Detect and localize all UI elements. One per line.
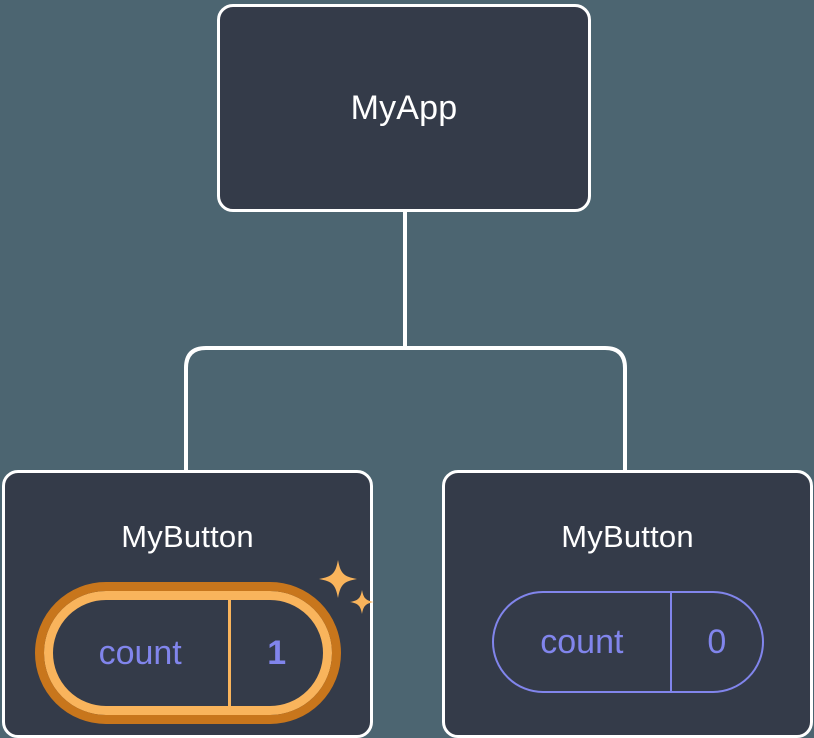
node-child-right-title: MyButton — [561, 519, 694, 554]
node-root[interactable]: MyApp — [217, 4, 591, 212]
connector-split — [184, 346, 627, 470]
node-root-title: MyApp — [350, 89, 458, 127]
state-value-left: 1 — [267, 634, 287, 672]
state-pill-divider-left — [227, 600, 231, 706]
node-child-right[interactable]: MyButton count 0 — [442, 470, 813, 738]
state-pill-wrap-right: count 0 — [445, 591, 810, 693]
state-key-left: count — [98, 634, 182, 672]
state-key-right: count — [540, 623, 624, 661]
state-pill-divider-right — [670, 593, 673, 691]
node-child-left-title: MyButton — [121, 519, 254, 554]
state-pill-wrap-left: count 1 — [5, 582, 370, 724]
state-pill-plain[interactable]: count 0 — [491, 591, 764, 693]
node-child-left[interactable]: MyButton count 1 — [2, 470, 373, 738]
state-pill-highlighted[interactable]: count 1 — [34, 582, 341, 724]
state-value-right: 0 — [707, 623, 727, 661]
